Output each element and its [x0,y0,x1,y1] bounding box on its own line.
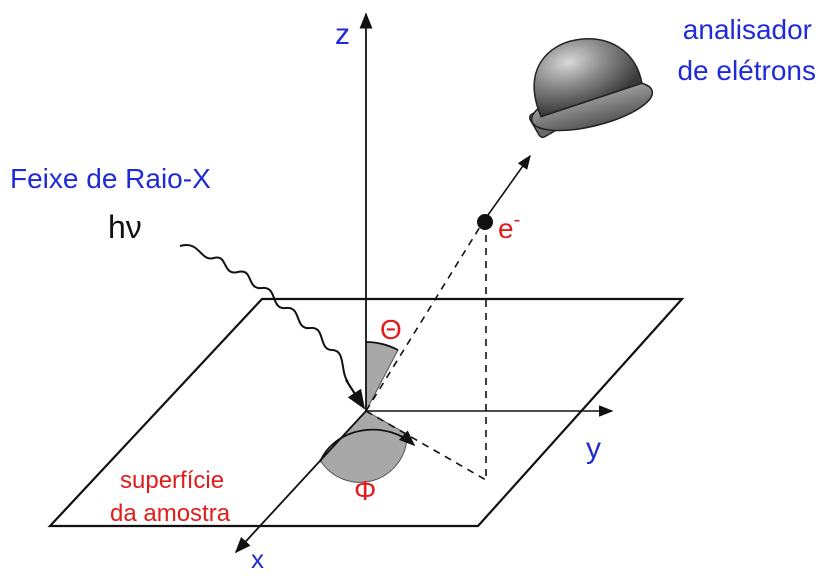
theta-arc [365,341,399,351]
electron-charge: - [514,209,521,231]
sample-plane [47,297,685,528]
xray-wave [179,243,349,383]
emission-line-dashed [365,221,484,412]
x-axis [234,410,367,554]
sample-label-line1: superfície [120,467,224,494]
electron-label: e- [498,209,520,244]
phi-arc [319,428,416,463]
sample-label-line2: da amostra [110,500,231,527]
analyzer-label-line2: de elétrons [677,55,816,86]
analyzer-label-line1: analisador [683,14,812,45]
photon-label: hν [108,209,142,245]
plane-projection [365,410,487,481]
electron-dot [477,214,493,230]
phi-label: Φ [354,475,376,506]
xray-arrow [345,379,366,410]
theta-label: Θ [380,314,402,345]
theta-angle-wedge [365,341,399,412]
analyzer-icon [528,38,654,139]
z-axis-label: z [335,18,350,51]
x-axis-label: x [251,544,264,571]
beam-title: Feixe de Raio-X [10,163,211,194]
emission-line-solid [482,154,531,223]
phi-angle-wedge [319,410,408,483]
y-axis-label: y [586,432,601,465]
electron-symbol: e [498,213,514,244]
